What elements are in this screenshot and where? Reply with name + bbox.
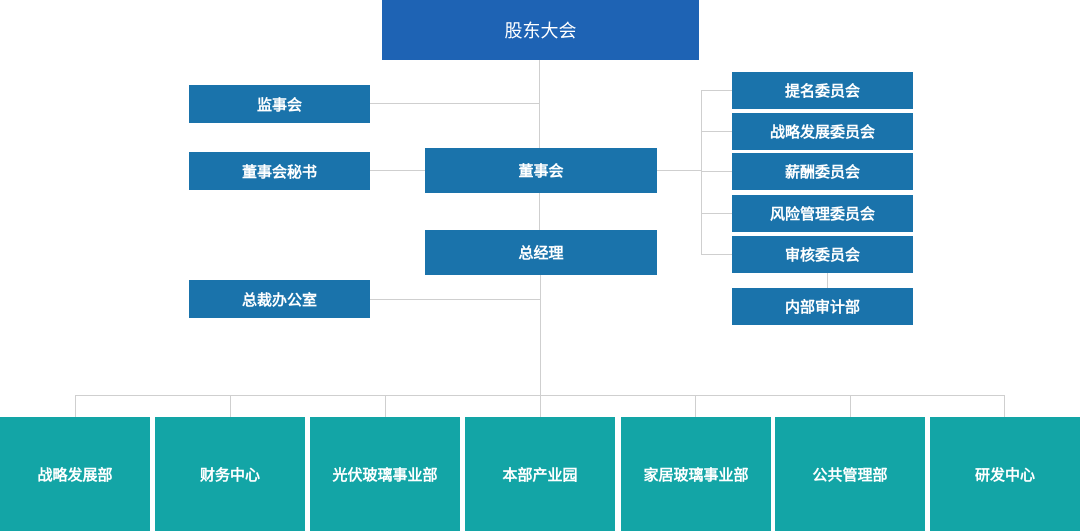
node-committee: 风险管理委员会 [732, 195, 913, 232]
connector-committee-5 [701, 254, 732, 255]
connector-board-to-gm [539, 193, 540, 230]
connector-dept-1 [75, 395, 76, 417]
node-department: 本部产业园 [465, 417, 615, 531]
node-department: 研发中心 [930, 417, 1080, 531]
node-general-manager: 总经理 [425, 230, 657, 275]
connector-secretary [370, 170, 425, 171]
node-department: 财务中心 [155, 417, 305, 531]
connector-supervisory [370, 103, 540, 104]
connector-committee-4 [701, 213, 732, 214]
node-department: 公共管理部 [775, 417, 925, 531]
node-department: 光伏玻璃事业部 [310, 417, 460, 531]
node-board-of-directors: 董事会 [425, 148, 657, 193]
connector-dept-2 [230, 395, 231, 417]
connector-dept-3 [385, 395, 386, 417]
node-board-secretary: 董事会秘书 [189, 152, 370, 190]
node-supervisory-board: 监事会 [189, 85, 370, 123]
connector-committee-3 [701, 171, 732, 172]
connector-committee-2 [701, 131, 732, 132]
connector-committee-bracket [701, 90, 702, 254]
node-committee: 战略发展委员会 [732, 113, 913, 150]
node-president-office: 总裁办公室 [189, 280, 370, 318]
node-shareholders-meeting: 股东大会 [382, 0, 699, 60]
connector-dept-7 [1004, 395, 1005, 417]
connector-gm-trunk [540, 275, 541, 417]
connector-committee-1 [701, 90, 732, 91]
connector-audit [827, 273, 828, 288]
connector-dept-5 [695, 395, 696, 417]
connector-department-bus [75, 395, 1005, 396]
node-committee: 提名委员会 [732, 72, 913, 109]
node-internal-audit: 内部审计部 [732, 288, 913, 325]
connector-president-office [370, 299, 540, 300]
connector-board-to-committees [657, 170, 702, 171]
node-department: 战略发展部 [0, 417, 150, 531]
connector-top-to-board [539, 60, 540, 148]
node-committee: 薪酬委员会 [732, 153, 913, 190]
connector-dept-6 [850, 395, 851, 417]
node-committee: 审核委员会 [732, 236, 913, 273]
node-department: 家居玻璃事业部 [621, 417, 771, 531]
